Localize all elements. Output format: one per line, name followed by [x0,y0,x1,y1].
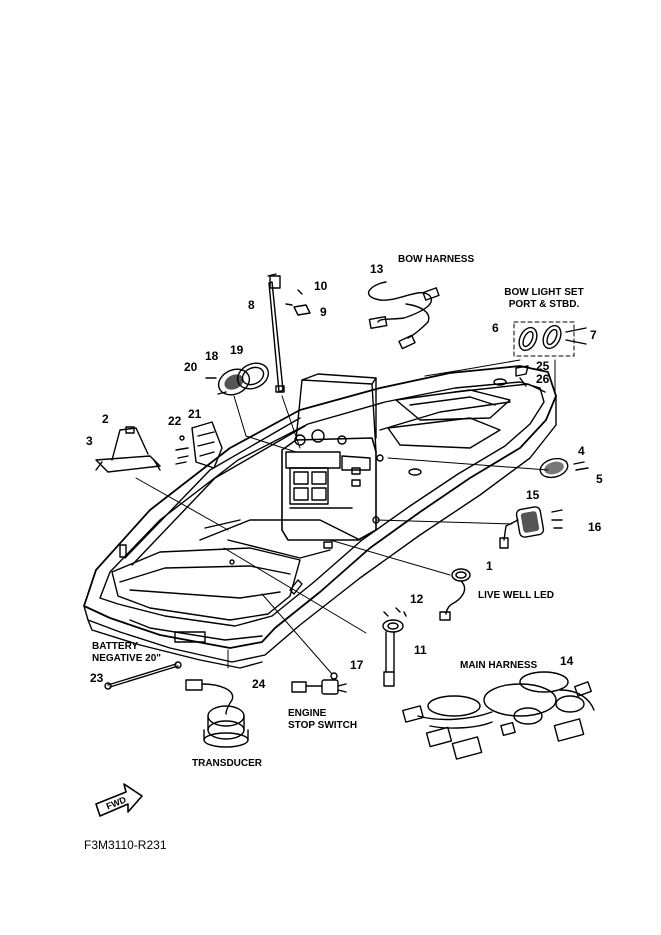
bow-harness-label: BOW HARNESS [398,254,475,265]
part-number-26: 26 [536,372,550,386]
main-harness-part-14 [402,671,595,760]
part-number-1: 1 [486,559,493,573]
transducer-label: TRANSDUCER [192,758,262,769]
engine-stop-switch-part-17 [291,672,347,695]
diagram-code: F3M3110-R231 [84,838,167,852]
part-number-16: 16 [588,520,602,534]
part-number-18: 18 [205,349,219,363]
part-number-25: 25 [536,359,550,373]
fitting-part-11 [382,607,407,687]
transducer-part-24 [185,679,249,748]
bow-light-set-label: BOW LIGHT SET PORT & STBD. [496,287,592,310]
clip-part-9 [285,289,311,316]
part-number-10: 10 [314,279,328,293]
part-number-17: 17 [350,658,364,672]
part-number-12: 12 [410,592,424,606]
fitting-part-25 [515,365,529,387]
part-number-14: 14 [560,654,574,668]
part-number-6: 6 [492,321,499,335]
vent-part-4 [539,457,589,479]
part-number-4: 4 [578,444,585,458]
bow-harness-part-13 [367,281,440,350]
bow-light-set-line-1: BOW LIGHT SET [504,287,584,298]
rod-part-8 [267,273,285,393]
part-number-11: 11 [414,643,427,657]
bow-light-part-6 [513,321,587,357]
part-number-22: 22 [168,414,182,428]
part-number-19: 19 [230,343,244,357]
part-number-2: 2 [102,412,109,426]
part-number-13: 13 [370,262,384,276]
engine-stop-switch-line-1: ENGINE [288,708,327,719]
part-number-8: 8 [248,298,255,312]
engine-stop-switch-label: ENGINE STOP SWITCH [288,708,357,731]
console [281,373,377,541]
main-harness-label: MAIN HARNESS [460,660,538,671]
part-number-15: 15 [526,488,540,502]
part-number-24: 24 [252,677,266,691]
battery-negative-line-1: BATTERY [92,641,139,652]
fwd-arrow-icon [95,783,143,817]
switch-panel-part-21 [175,421,223,469]
battery-negative-line-2: NEGATIVE 20" [92,652,162,664]
battery-negative-label: BATTERY NEGATIVE 20" [92,641,161,664]
live-well-led-label: LIVE WELL LED [478,590,554,601]
part-number-5: 5 [596,472,603,486]
part-number-9: 9 [320,305,327,319]
engine-stop-switch-line-2: STOP SWITCH [288,719,358,731]
part-number-3: 3 [86,434,93,448]
bow-light-set-line-2: PORT & STBD. [508,298,580,310]
part-number-7: 7 [590,328,597,342]
battery-negative-part-23 [104,661,182,690]
leader-lines [135,359,556,675]
boat-hull [83,365,557,669]
gauge-part-15 [499,506,563,549]
bracket-part-3 [95,426,161,473]
part-number-23: 23 [90,671,104,685]
part-number-21: 21 [188,407,202,421]
part-number-20: 20 [184,360,198,374]
live-well-led-part-1 [439,568,471,621]
speaker-part-18 [205,362,270,396]
